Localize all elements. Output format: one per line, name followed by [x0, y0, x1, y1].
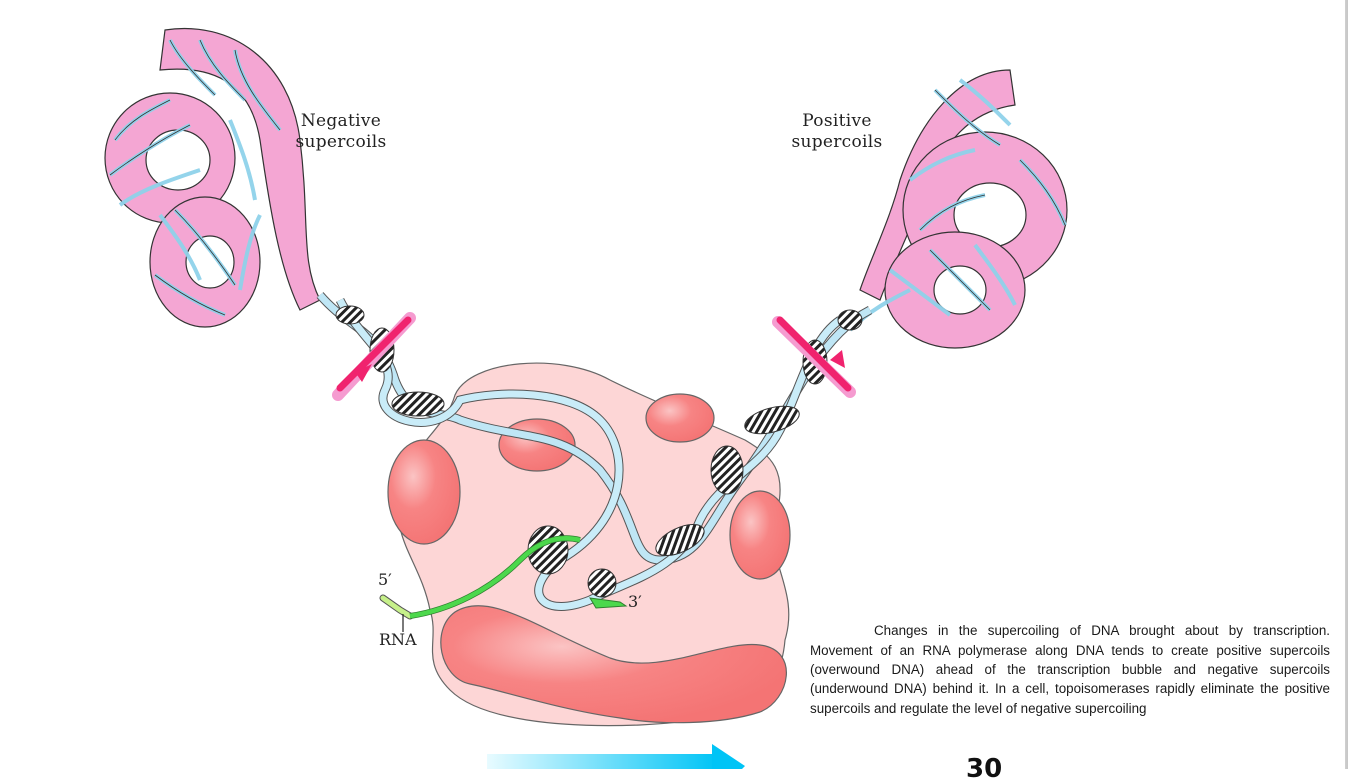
- label-line: Negative: [300, 111, 382, 131]
- label-line: Positive: [802, 111, 872, 131]
- polymerase-subunit: [645, 393, 715, 443]
- label-line: supercoils: [295, 132, 387, 152]
- page-edge-scrollbar[interactable]: [1345, 0, 1358, 769]
- rna-label: RNA: [379, 630, 417, 649]
- rna-polymerase: [387, 362, 791, 727]
- label-line: supercoils: [791, 132, 883, 152]
- document-page: Negative supercoils Positive supercoils …: [104, 28, 1330, 782]
- polymerase-subunit: [387, 439, 461, 545]
- dna-double-helix: [316, 292, 873, 611]
- negative-supercoil: [104, 28, 321, 328]
- figure-caption: Changes in the supercoiling of DNA broug…: [810, 623, 1330, 716]
- five-prime-label: 5′: [378, 570, 392, 589]
- topoisomerase-right: [772, 316, 856, 398]
- page-number: 30: [966, 754, 1003, 784]
- positive-supercoil: [848, 69, 1068, 349]
- rna-transcript: [379, 535, 628, 632]
- transcription-supercoiling-figure: [104, 28, 1068, 769]
- three-prime-label: 3′: [628, 592, 642, 611]
- positive-supercoils-label: Positive supercoils: [782, 111, 892, 153]
- topoisomerase-left: [332, 312, 416, 401]
- polymerase-subunit: [729, 490, 791, 580]
- negative-supercoils-label: Negative supercoils: [286, 111, 396, 153]
- polymerase-subunit: [440, 605, 787, 724]
- movement-direction-arrow: [487, 744, 745, 769]
